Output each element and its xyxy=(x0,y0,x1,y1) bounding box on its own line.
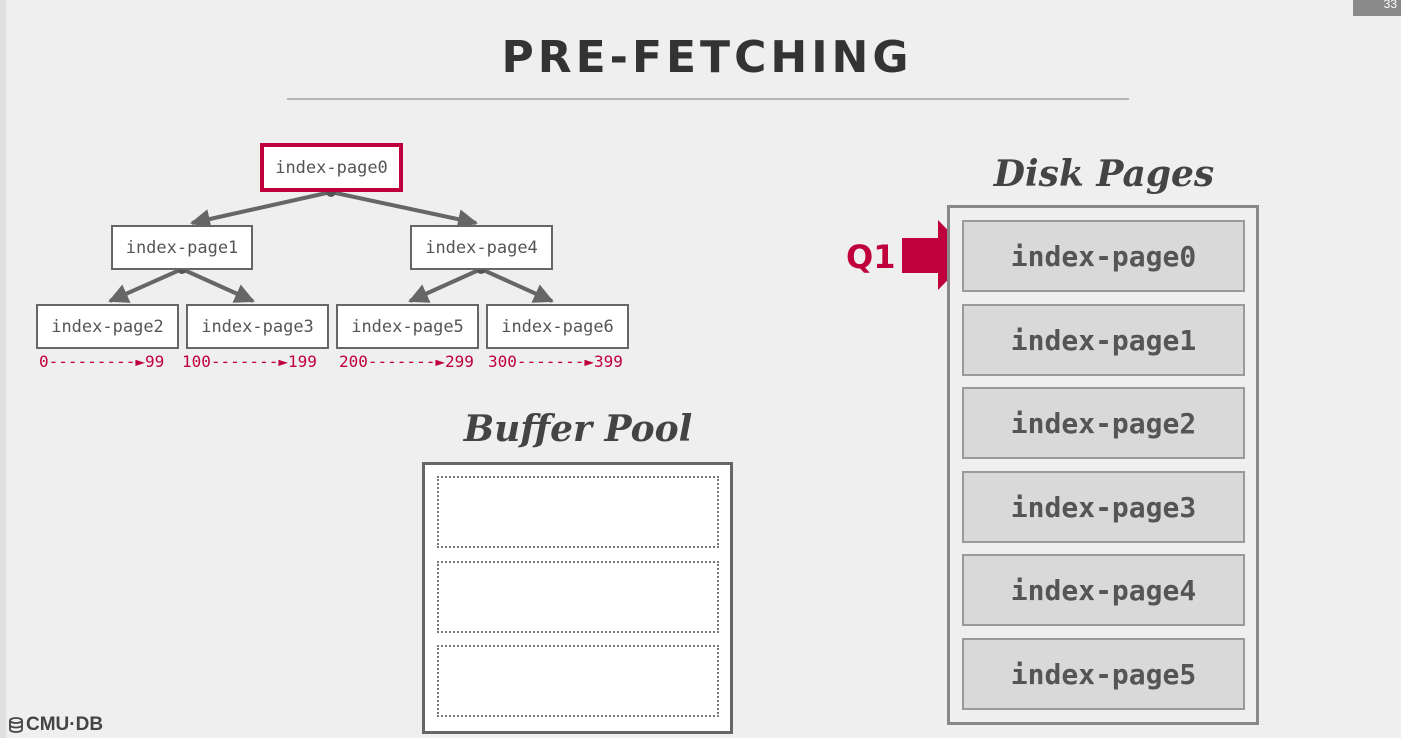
cmu-db-logo: CMU·DB xyxy=(8,714,103,736)
buffer-frame-3 xyxy=(437,645,719,717)
tree-node-index-page2: index-page2 xyxy=(36,304,179,349)
disk-page-index-page1: index-page1 xyxy=(962,304,1245,376)
disk-page-index-page5: index-page5 xyxy=(962,638,1245,710)
left-edge-strip xyxy=(0,0,6,738)
tree-node-index-page3: index-page3 xyxy=(186,304,329,349)
tree-node-index-page4: index-page4 xyxy=(410,225,553,270)
buffer-frame-1 xyxy=(437,476,719,548)
tree-node-index-page1: index-page1 xyxy=(111,225,253,270)
slide-number: 33 xyxy=(1353,0,1401,16)
disk-page-index-page0: index-page0 xyxy=(962,220,1245,292)
logo-text: CMU·DB xyxy=(26,714,104,735)
edge-page0-page4 xyxy=(330,190,478,230)
key-range-page5: 200-------►299 xyxy=(339,352,474,371)
query-q1-label: Q1 xyxy=(846,238,896,276)
slide-title: PRE-FETCHING xyxy=(501,32,913,83)
disk-pages-title: Disk Pages xyxy=(993,153,1215,195)
disk-page-index-page4: index-page4 xyxy=(962,554,1245,626)
tree-node-index-page5: index-page5 xyxy=(336,304,479,349)
buffer-pool-title: Buffer Pool xyxy=(463,408,693,450)
buffer-frame-2 xyxy=(437,561,719,633)
edge-page0-page1 xyxy=(190,190,332,229)
disk-page-index-page2: index-page2 xyxy=(962,387,1245,459)
edge-page1-page3 xyxy=(181,267,255,303)
title-underline xyxy=(287,98,1129,100)
disk-page-index-page3: index-page3 xyxy=(962,471,1245,543)
edge-page4-page6 xyxy=(480,267,554,303)
key-range-page3: 100-------►199 xyxy=(182,352,317,371)
key-range-page6: 300-------►399 xyxy=(488,352,623,371)
edge-page1-page2 xyxy=(108,267,183,303)
key-range-page2: 0---------►99 xyxy=(39,352,165,371)
tree-node-index-page6: index-page6 xyxy=(486,304,629,349)
tree-node-index-page0: index-page0 xyxy=(260,143,403,192)
edge-page4-page5 xyxy=(408,267,482,303)
database-icon xyxy=(9,717,23,733)
